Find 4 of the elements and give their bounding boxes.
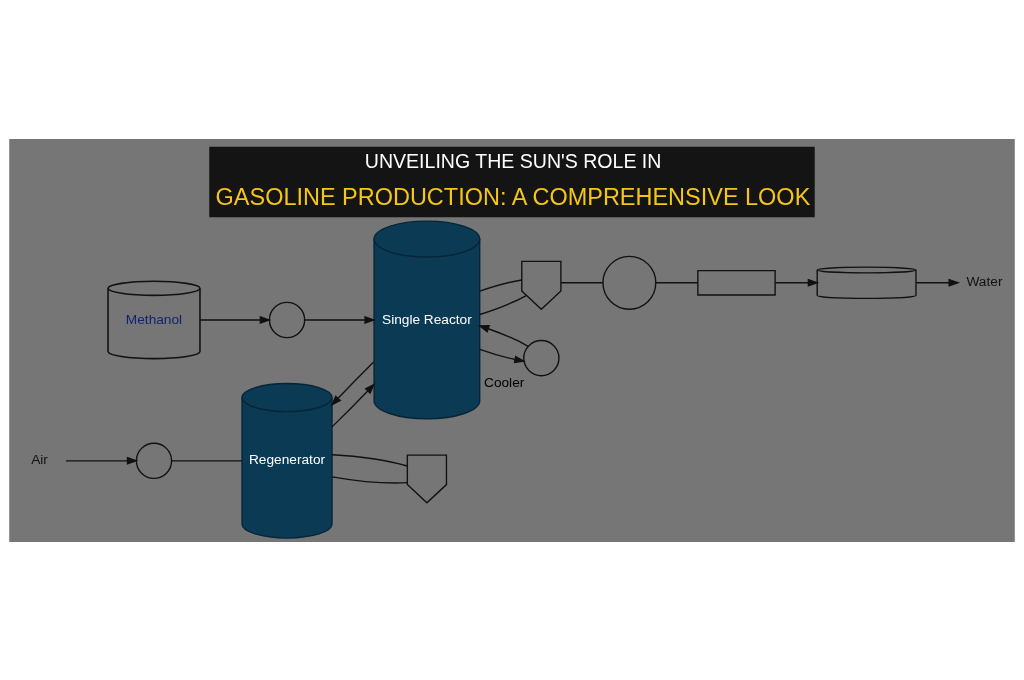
node-label: Cooler <box>484 374 525 390</box>
node-text: Water <box>966 273 1003 289</box>
node-text: Air <box>31 451 48 467</box>
diagram-title: UNVEILING THE SUN'S ROLE IN GASOLINE PRODUCTION: A COMPREHENSIVE LOOK <box>215 149 811 210</box>
